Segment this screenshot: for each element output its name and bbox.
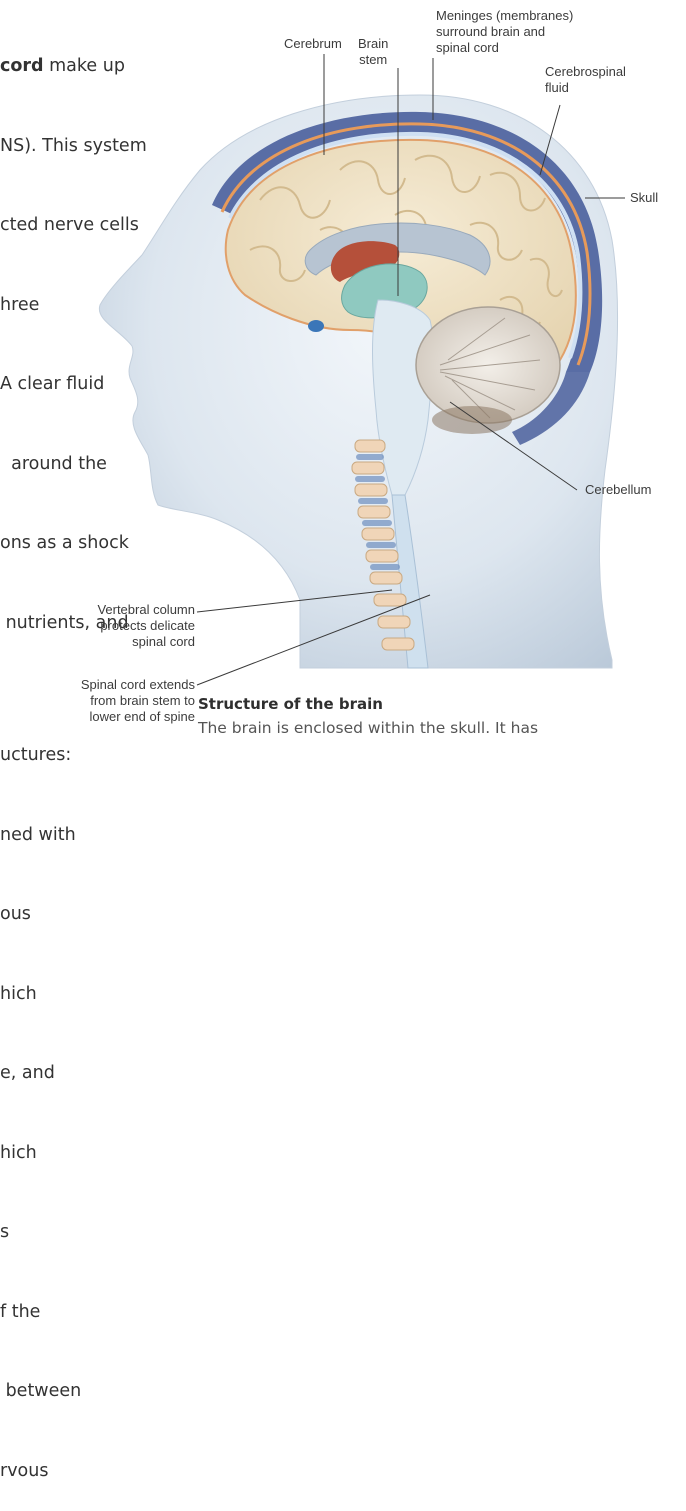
brain-anatomy-illustration [0, 0, 686, 769]
body-text-line: rvous [0, 1458, 200, 1485]
body-text-line: s [0, 1219, 200, 1246]
body-text-line: f the [0, 1299, 200, 1326]
body-text-line: ous [0, 901, 200, 928]
label-cerebrum: Cerebrum [284, 36, 342, 52]
label-brain-stem: Brain stem [358, 36, 388, 68]
body-text-line: e, and [0, 1060, 200, 1087]
body-text-line: between [0, 1378, 200, 1405]
body-text-line: hich [0, 981, 200, 1008]
label-vertebral-column: Vertebral column protects delicate spina… [40, 602, 195, 650]
label-spinal-cord: Spinal cord extends from brain stem to l… [30, 677, 195, 725]
label-cerebellum: Cerebellum [585, 482, 651, 498]
caption-title: Structure of the brain [198, 695, 383, 713]
label-cerebrospinal-fluid: Cerebrospinal fluid [545, 64, 626, 96]
caption-text: The brain is enclosed within the skull. … [198, 716, 678, 740]
body-text-line: ned with [0, 822, 200, 849]
label-skull: Skull [630, 190, 658, 206]
body-text-line: hich [0, 1140, 200, 1167]
pituitary-shape [308, 320, 324, 332]
label-meninges: Meninges (membranes) surround brain and … [436, 8, 573, 56]
